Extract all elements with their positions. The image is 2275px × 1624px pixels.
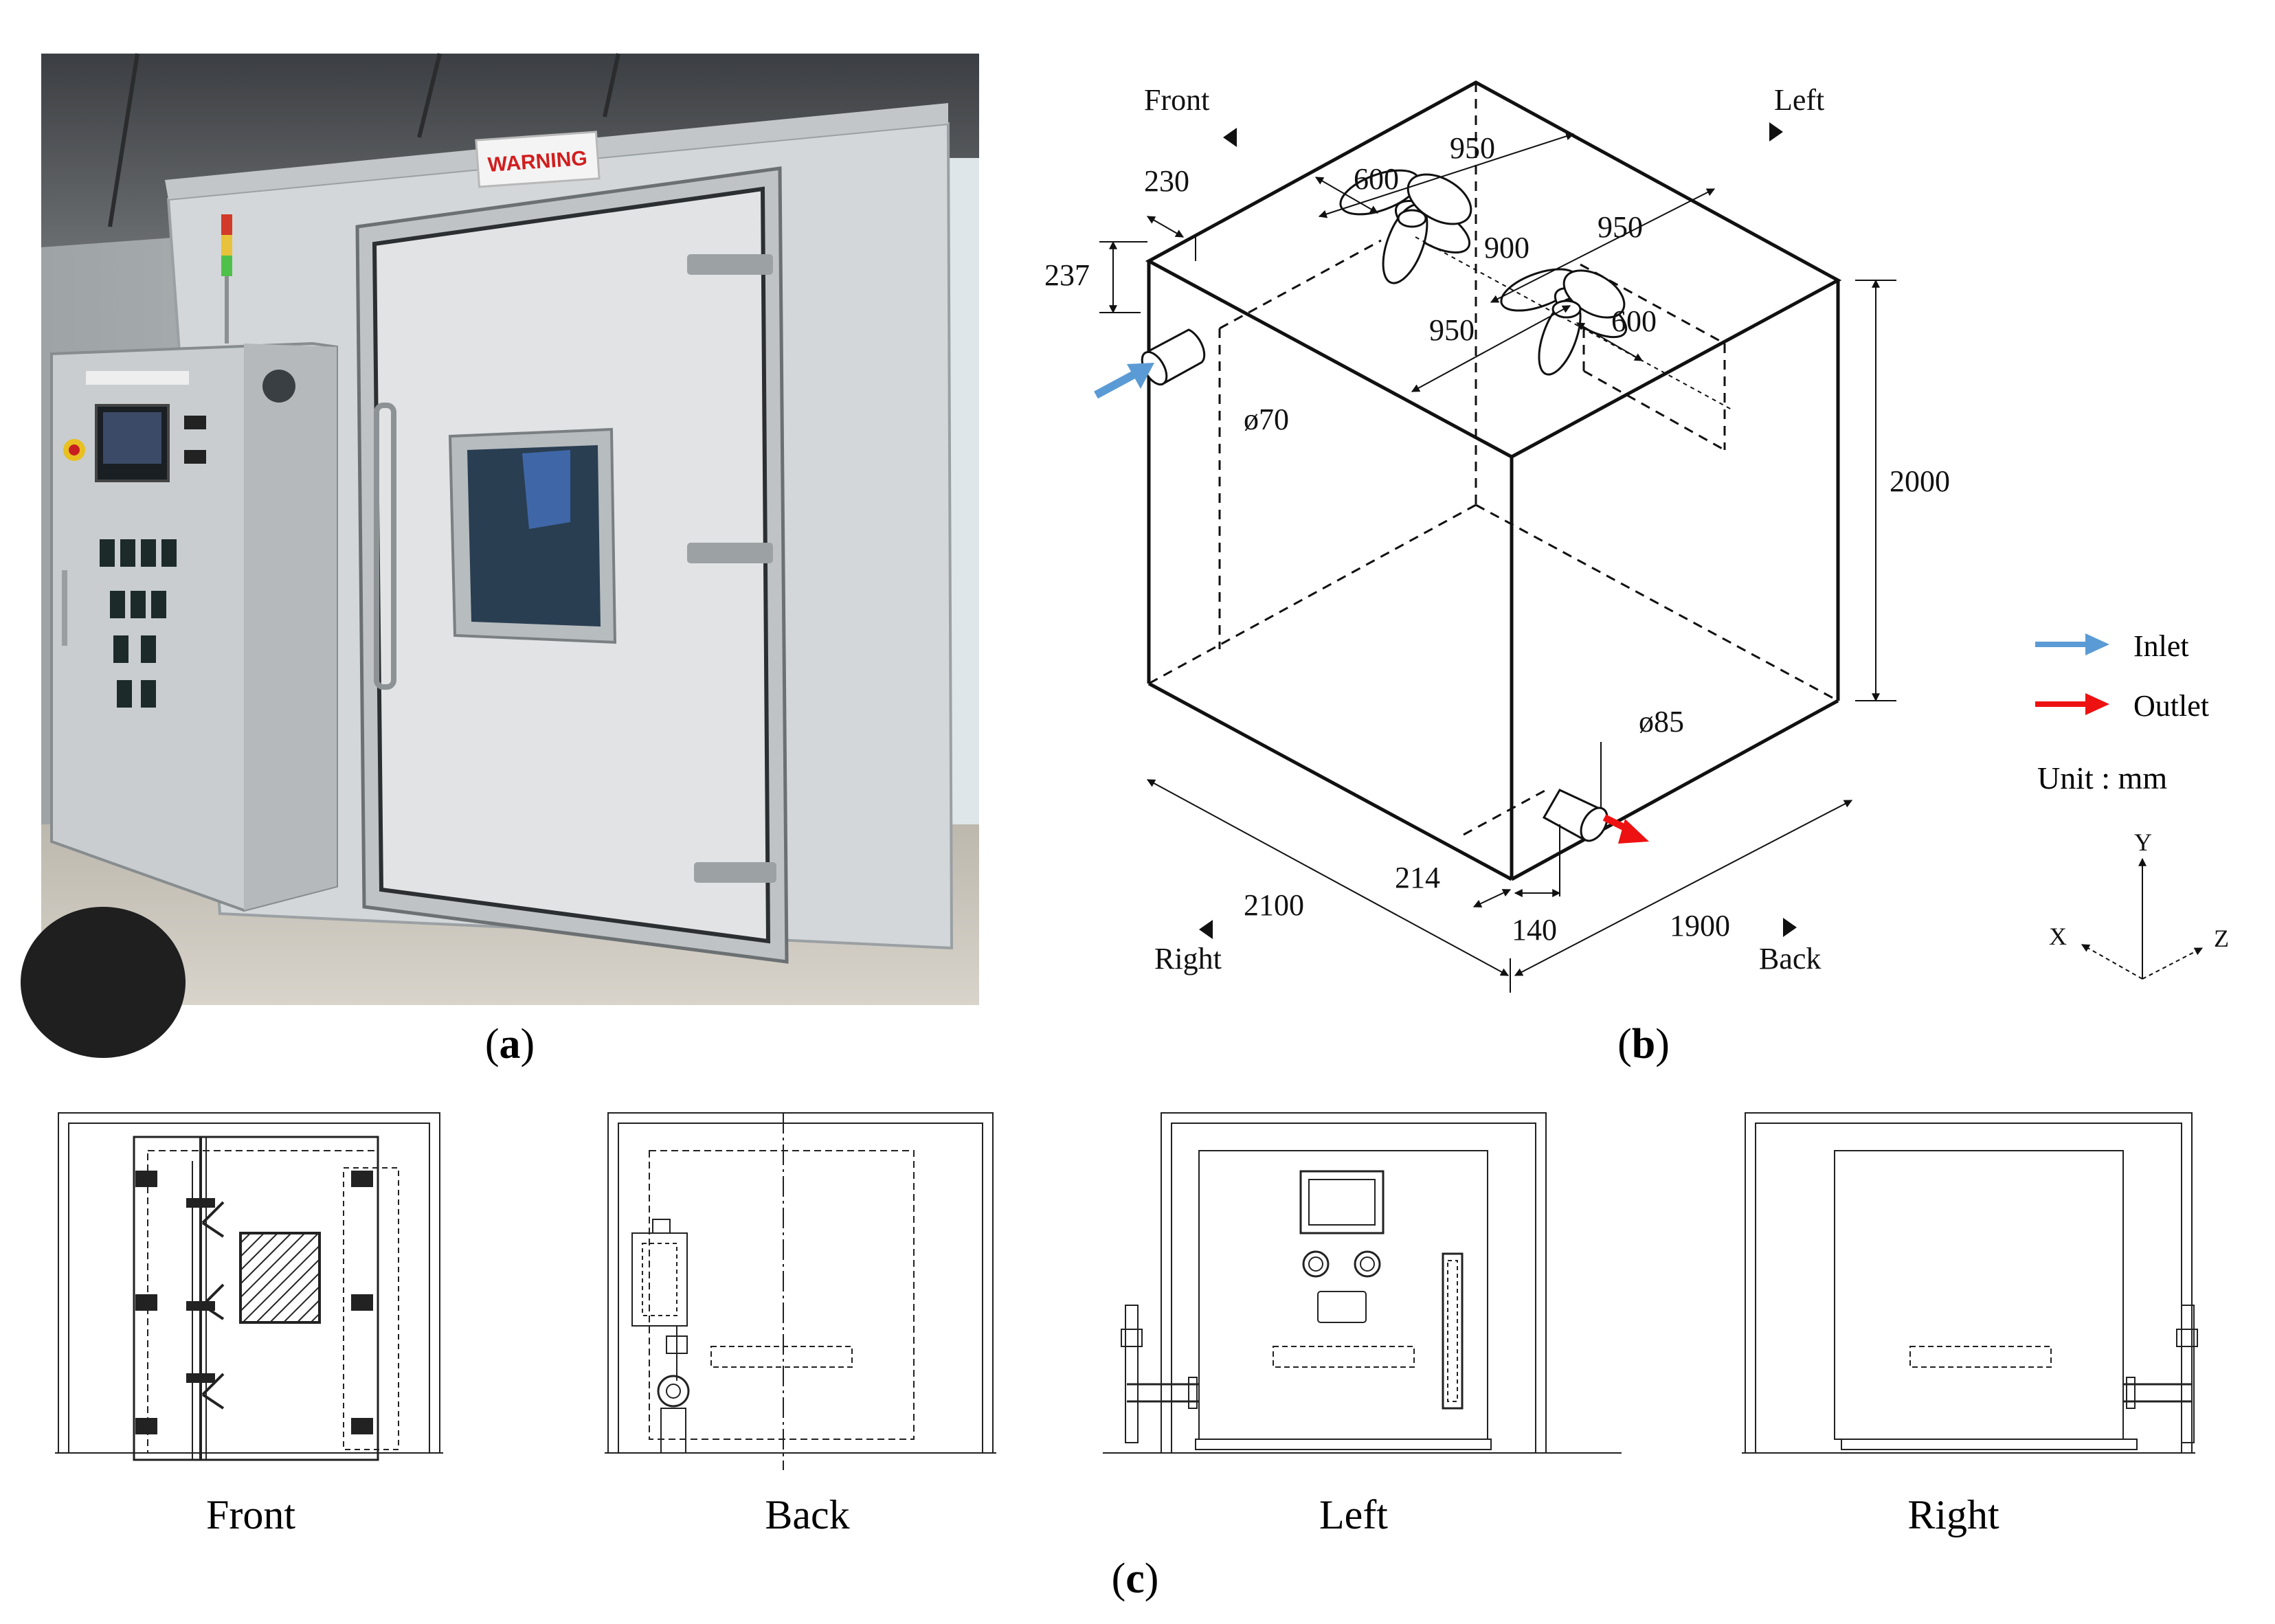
legend-inlet: Inlet <box>2133 629 2189 663</box>
dim-outlet-diameter: ø85 <box>1639 705 1684 738</box>
legend: Inlet Outlet Unit : mm <box>2035 629 2209 796</box>
back-view-drawing <box>605 1112 996 1470</box>
dimension-lines <box>1099 132 1896 993</box>
photo-panel: WARNING <box>21 53 979 1058</box>
view-label-left: Left <box>1319 1492 1388 1537</box>
hidden-edges <box>1148 82 1839 836</box>
dim-inlet-diameter: ø70 <box>1244 403 1289 436</box>
panel-label-a: (a) <box>485 1021 535 1068</box>
dim-fan1-600: 600 <box>1354 162 1399 196</box>
dim-140: 140 <box>1512 913 1557 947</box>
right-view-drawing <box>1742 1112 2198 1454</box>
label-right: Right <box>1154 942 1222 975</box>
view-label-right: Right <box>1907 1492 1999 1537</box>
dim-fan1-950: 950 <box>1450 131 1495 165</box>
z-axis <box>2142 947 2204 980</box>
view-label-back: Back <box>765 1492 849 1537</box>
dim-depth-1900: 1900 <box>1670 909 1730 943</box>
dim-900: 900 <box>1484 231 1529 264</box>
label-back: Back <box>1759 942 1821 975</box>
dim-width-2100: 2100 <box>1244 888 1304 922</box>
axis-z-label: Z <box>2214 925 2229 952</box>
outlet-pipe <box>1542 789 1609 842</box>
front-view-drawing <box>55 1112 443 1461</box>
axis-y-label: Y <box>2134 828 2152 856</box>
coordinate-axes <box>2081 857 2204 980</box>
legend-outlet: Outlet <box>2133 689 2209 723</box>
dim-height-2000: 2000 <box>1890 464 1950 498</box>
panel-label-b: (b) <box>1617 1021 1670 1068</box>
box-edges <box>1145 80 1842 881</box>
dim-214: 214 <box>1395 861 1440 894</box>
unit-label: Unit : mm <box>2037 760 2167 796</box>
outlet-arrow-icon <box>2085 693 2109 715</box>
dim-fan2-600: 600 <box>1611 304 1657 338</box>
axis-x-label: X <box>2049 923 2067 950</box>
dim-fan2-950: 950 <box>1598 210 1643 244</box>
isometric-drawing <box>1094 80 1896 993</box>
view-label-front: Front <box>206 1492 295 1537</box>
left-view-drawing <box>1103 1112 1622 1454</box>
x-axis <box>2081 944 2143 980</box>
dim-237: 237 <box>1044 258 1090 292</box>
isometric-labels: Front Left Right Back 230 237 ø70 600 95… <box>1044 83 1950 975</box>
label-front: Front <box>1144 83 1209 117</box>
dim-950-lower: 950 <box>1429 313 1475 347</box>
label-left: Left <box>1774 83 1824 117</box>
panel-label-c: (c) <box>1112 1555 1159 1602</box>
inlet-arrow-icon <box>2085 633 2109 655</box>
dim-230: 230 <box>1144 164 1189 198</box>
inlet-pipe <box>1141 328 1206 386</box>
